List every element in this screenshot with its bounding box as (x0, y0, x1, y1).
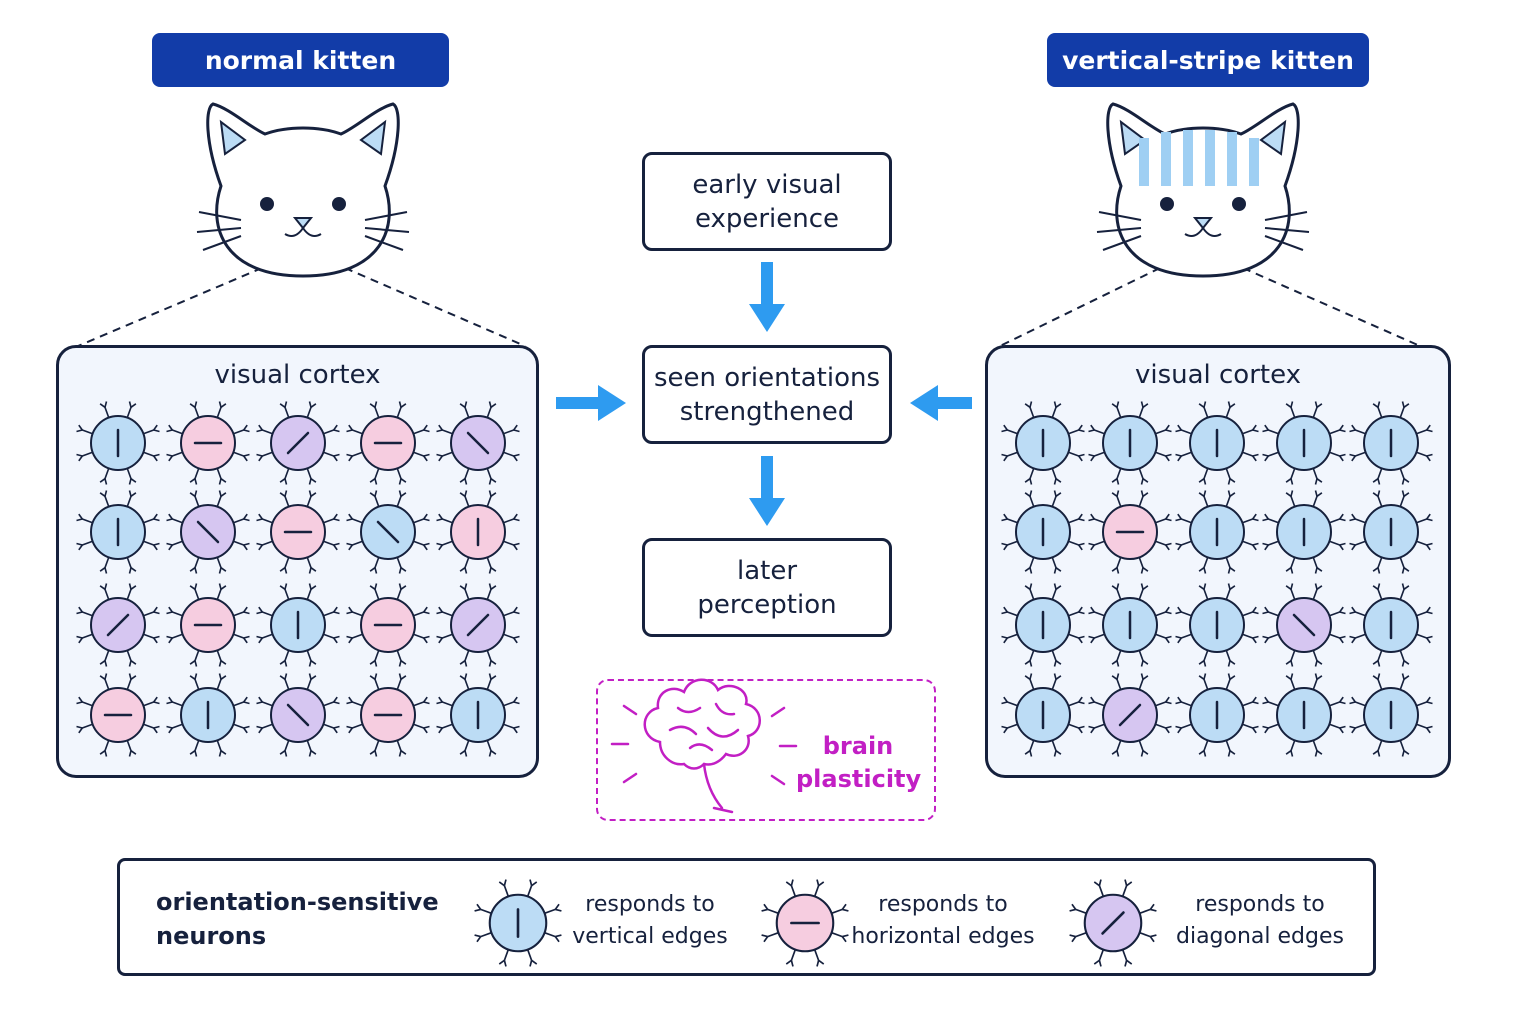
brain-plasticity-label: brain plasticity (796, 732, 922, 793)
visual-cortex-panel-stripe: visual cortex (985, 345, 1451, 778)
neuron-diagonal-up (256, 401, 340, 485)
neuron-vertical (76, 490, 160, 574)
neuron-vertical (1001, 401, 1085, 485)
neuron-diagonal-down-violet (166, 490, 250, 574)
neuron-vertical (1349, 490, 1433, 574)
neuron-vertical (166, 673, 250, 757)
neuron-vertical (1088, 401, 1172, 485)
neuron-horizontal (166, 583, 250, 667)
neuron-diagonal-up (1088, 673, 1172, 757)
arrow-right-icon (556, 385, 626, 421)
neuron-diagonal-up (76, 583, 160, 667)
legend-horizontal-text: responds to horizontal edges (851, 892, 1035, 949)
normal-kitten-label: normal kitten (152, 33, 449, 87)
neuron-horizontal (256, 490, 340, 574)
seen-orientations-strengthened-box: seen orientations strengthened (642, 345, 892, 444)
neuron-diagonal-down-blue (346, 490, 430, 574)
neuron-vertical (1175, 673, 1259, 757)
flow-step-1-text: early visual experience (692, 169, 842, 234)
neuron-vertical (1349, 401, 1433, 485)
neuron-vertical (436, 673, 520, 757)
neuron-horizontal (1088, 490, 1172, 574)
neuron-horizontal (346, 401, 430, 485)
neuron-vertical (1001, 583, 1085, 667)
neuron-vertical (1088, 583, 1172, 667)
neuron-diagonal-down (1262, 583, 1346, 667)
legend-title: orientation-sensitive neurons (156, 888, 439, 950)
neuron-icon-diagonal (1069, 879, 1157, 967)
neuron-horizontal (76, 673, 160, 757)
neuron-vertical (1349, 673, 1433, 757)
neuron-vertical (1001, 673, 1085, 757)
arrow-down-icon (749, 456, 785, 526)
dashed-connector-left (77, 267, 526, 347)
brain-plasticity-box (596, 679, 936, 821)
arrow-down-icon (749, 262, 785, 332)
neuron-vertical-pink (436, 490, 520, 574)
visual-cortex-panel-normal: visual cortex (56, 345, 539, 778)
panel-title: visual cortex (1134, 360, 1302, 390)
flow-step-3-text: later perception (697, 555, 837, 620)
neuron-vertical (1175, 490, 1259, 574)
neuron-vertical (1262, 490, 1346, 574)
legend-vertical-text: responds to vertical edges (572, 892, 728, 949)
neuron-horizontal (346, 673, 430, 757)
dashed-connector-right (999, 267, 1421, 347)
neuron-vertical (1175, 583, 1259, 667)
cat-icon (1096, 102, 1310, 278)
neuron-vertical (76, 401, 160, 485)
panel-title: visual cortex (214, 360, 381, 390)
arrow-left-icon (910, 385, 972, 421)
neuron-vertical (1001, 490, 1085, 574)
brain-icon (610, 678, 798, 814)
neuron-vertical (1175, 401, 1259, 485)
early-visual-experience-box: early visual experience (642, 152, 892, 251)
neuron-horizontal (166, 401, 250, 485)
neuron-vertical (1349, 583, 1433, 667)
neuron-vertical (256, 583, 340, 667)
later-perception-box: later perception (642, 538, 892, 637)
neuron-icon-horizontal (761, 879, 849, 967)
flow-step-2-text: seen orientations strengthened (653, 362, 881, 427)
neuron-diagonal-down (436, 401, 520, 485)
neuron-diagonal-up (436, 583, 520, 667)
neuron-diagonal-down (256, 673, 340, 757)
vertical-stripe-kitten-label: vertical-stripe kitten (1047, 33, 1369, 87)
legend: orientation-sensitive neurons responds t… (117, 858, 1376, 976)
neuron-vertical (1262, 673, 1346, 757)
stripe-pattern (1139, 130, 1259, 186)
legend-diagonal-text: responds to diagonal edges (1176, 892, 1344, 949)
neuron-horizontal (346, 583, 430, 667)
neuron-vertical (1262, 401, 1346, 485)
neuron-icon-vertical (474, 879, 562, 967)
cat-icon (196, 102, 410, 278)
